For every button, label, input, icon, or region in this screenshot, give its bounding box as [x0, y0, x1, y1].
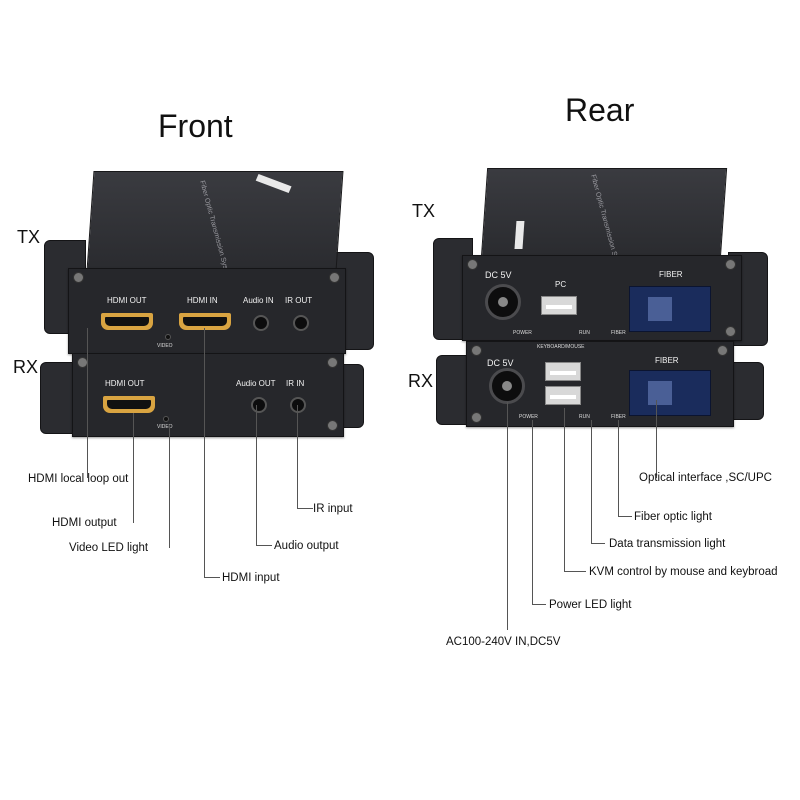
front-tx-hdmi-out-port[interactable] — [101, 313, 153, 330]
rear-rx-usb-port-upper[interactable] — [545, 362, 581, 381]
screw-icon — [717, 345, 728, 356]
leader-line — [297, 508, 313, 509]
front-tx-face: HDMI OUT HDMI IN Audio IN IR OUT VIDEO — [68, 268, 346, 354]
rear-tx-fiber-port[interactable] — [629, 286, 711, 332]
callout-data-transmission-light: Data transmission light — [609, 538, 726, 550]
rear-rx-run-label: RUN — [579, 414, 590, 420]
rear-rx-face: DC 5V KEYBOARD/MOUSE FIBER POWER RUN FIB… — [466, 341, 734, 427]
leader-line — [169, 425, 170, 548]
front-tx-audio-in-jack[interactable] — [253, 315, 269, 331]
screw-icon — [725, 326, 736, 337]
screw-icon — [471, 345, 482, 356]
rear-rx-label: RX — [408, 371, 434, 391]
callout-ac-dc: AC100-240V IN,DC5V — [446, 636, 561, 648]
screw-icon — [329, 272, 340, 283]
leader-line — [564, 571, 586, 572]
front-rx-video-led — [163, 416, 169, 422]
rear-rx-usb-port-lower[interactable] — [545, 386, 581, 405]
front-rx-left-flange — [40, 362, 78, 434]
leader-line — [591, 543, 605, 544]
leader-line — [591, 420, 592, 544]
rear-tx-run-label: RUN — [579, 330, 590, 336]
rear-tx-fiber-label: FIBER — [659, 270, 683, 279]
front-tx-video-led — [165, 334, 171, 340]
leader-line — [297, 405, 298, 509]
rear-tx-label: TX — [412, 201, 436, 221]
rear-rx-power-label: POWER — [519, 414, 538, 420]
front-tx-audio-in-label: Audio IN — [243, 296, 274, 305]
rear-rx-kbm-label: KEYBOARD/MOUSE — [537, 344, 585, 350]
front-tx-hdmi-in-label: HDMI IN — [187, 296, 218, 305]
callout-ir-input: IR input — [313, 503, 353, 515]
leader-line — [256, 405, 257, 546]
rear-rx-dc-jack[interactable] — [489, 368, 525, 404]
front-title: Front — [158, 108, 233, 144]
callout-video-led: Video LED light — [69, 542, 149, 554]
rear-tx-power-label: POWER — [513, 330, 532, 336]
leader-line — [87, 328, 88, 478]
front-tx-hdmi-out-label: HDMI OUT — [107, 296, 147, 305]
leader-line — [507, 402, 508, 630]
front-tx-ir-out-jack[interactable] — [293, 315, 309, 331]
screw-icon — [471, 412, 482, 423]
leader-line — [618, 516, 632, 517]
rear-tx-fiber-led-label: FIBER — [611, 330, 626, 336]
rear-tx-face: DC 5V PC FIBER POWER RUN FIBER — [462, 255, 742, 341]
callout-audio-output: Audio output — [274, 540, 339, 552]
rear-rx-left-flange — [436, 355, 470, 425]
rear-rx-dc-label: DC 5V — [487, 358, 514, 368]
leader-line — [564, 408, 565, 572]
leader-line — [133, 413, 134, 523]
leader-line — [204, 577, 220, 578]
leader-line — [256, 545, 272, 546]
screw-icon — [725, 259, 736, 270]
rear-tx-usb-port[interactable] — [541, 296, 577, 315]
front-rx-audio-out-label: Audio OUT — [236, 379, 276, 388]
front-rx-hdmi-out-label: HDMI OUT — [105, 379, 145, 388]
front-rx-face: HDMI OUT Audio OUT IR IN VIDEO — [72, 353, 344, 437]
rear-rx-fiber-port[interactable] — [629, 370, 711, 416]
rear-tx-sticker — [514, 221, 525, 249]
rear-rx-fiber-led-label: FIBER — [611, 414, 626, 420]
leader-line — [532, 420, 533, 605]
front-tx-ir-out-label: IR OUT — [285, 296, 313, 305]
front-rx-video-label: VIDEO — [157, 424, 173, 430]
screw-icon — [327, 357, 338, 368]
screw-icon — [467, 259, 478, 270]
rear-rx-fiber-label: FIBER — [655, 356, 679, 365]
front-tx-hdmi-in-port[interactable] — [179, 313, 231, 330]
leader-line — [204, 328, 205, 578]
front-tx-sticker — [255, 174, 292, 193]
rear-tx-dc-label: DC 5V — [485, 270, 512, 280]
front-rx-ir-in-label: IR IN — [286, 379, 305, 388]
front-rx-hdmi-out-port[interactable] — [103, 396, 155, 413]
front-rx-audio-out-jack[interactable] — [251, 397, 267, 413]
rear-tx-dc-jack[interactable] — [485, 284, 521, 320]
callout-hdmi-output: HDMI output — [52, 517, 117, 529]
leader-line — [656, 400, 657, 478]
rear-tx-pc-label: PC — [555, 280, 567, 289]
front-tx-label: TX — [17, 227, 41, 247]
screw-icon — [73, 272, 84, 283]
callout-optical-interface: Optical interface ,SC/UPC — [639, 472, 772, 484]
rear-title: Rear — [565, 92, 635, 128]
leader-line — [532, 604, 546, 605]
callout-hdmi-input: HDMI input — [222, 572, 280, 584]
callout-power-led: Power LED light — [549, 599, 632, 611]
callout-kvm-control: KVM control by mouse and keybroad — [589, 566, 778, 578]
callout-fiber-optic-light: Fiber optic light — [634, 511, 712, 523]
screw-icon — [327, 420, 338, 431]
front-rx-ir-in-jack[interactable] — [290, 397, 306, 413]
front-tx-video-label: VIDEO — [157, 343, 173, 349]
rear-rx-right-flange — [728, 362, 764, 420]
leader-line — [618, 420, 619, 517]
front-rx-label: RX — [13, 357, 39, 377]
callout-hdmi-loop-out: HDMI local loop out — [28, 473, 129, 485]
